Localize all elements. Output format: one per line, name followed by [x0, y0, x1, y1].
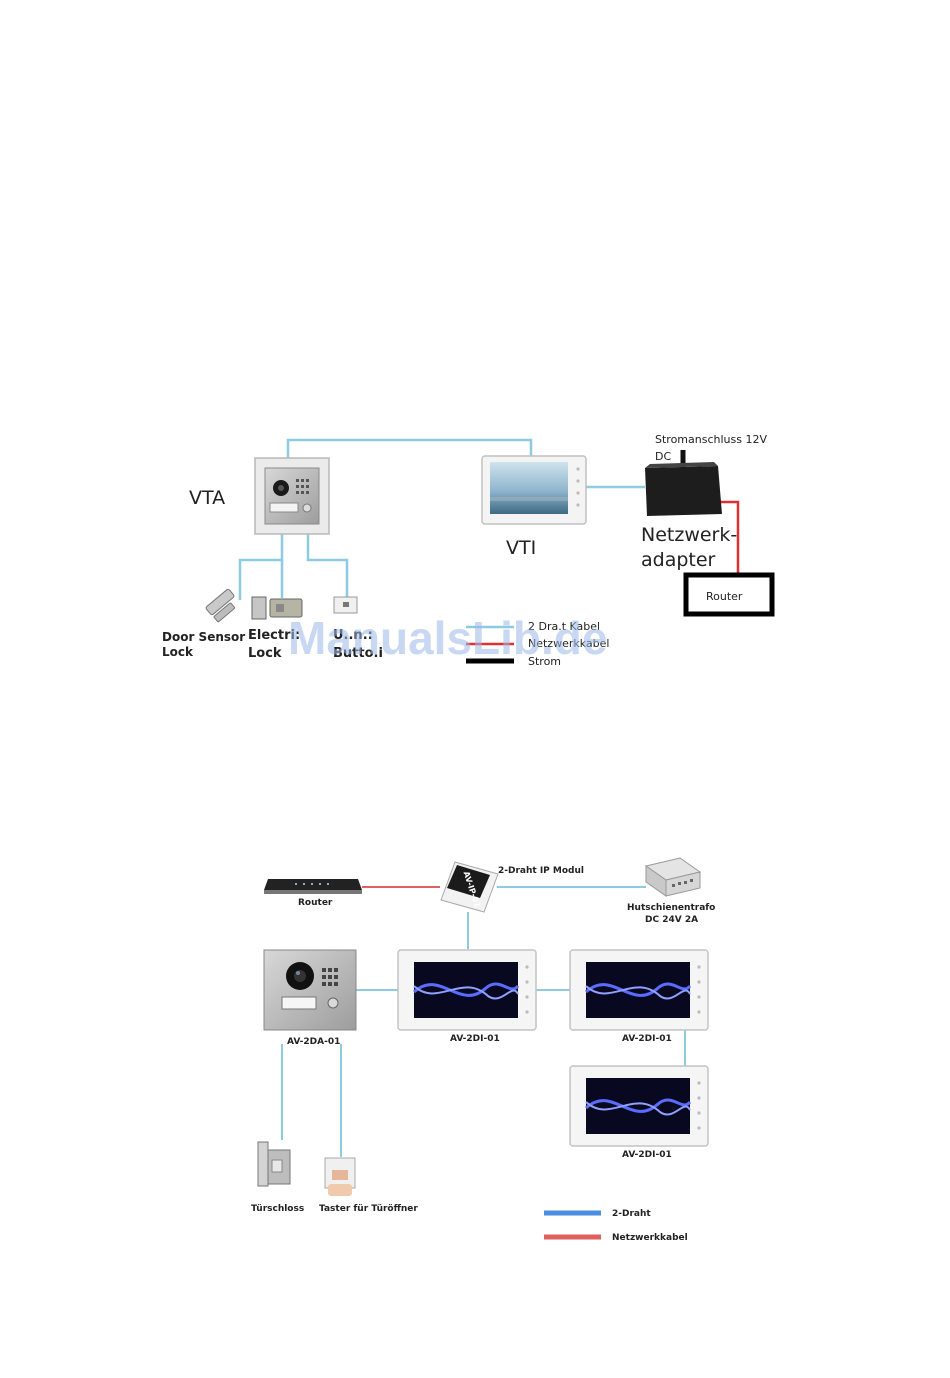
diagram1-network-cable — [718, 500, 740, 574]
door-opener-button-label: Taster für Türöffner — [319, 1204, 418, 1214]
diagram-2: AV-IP-01 — [251, 857, 715, 1243]
legend-two-wire-label: 2 Dra.t Kabel — [528, 620, 600, 633]
psu-label-line2: DC 24V 2A — [645, 915, 698, 925]
legend-2draht-label: 2-Draht — [612, 1209, 651, 1219]
legend-netzwerkkabel-label: Netzwerkkabel — [612, 1233, 688, 1243]
vta-outdoor-station — [254, 457, 330, 535]
unlock-button-icon — [333, 596, 358, 614]
din-rail-psu-device — [644, 857, 702, 897]
router-label: Router — [706, 590, 743, 603]
diagram-1: VTA VTI Stromanschluss 12V DC Netzwerk- … — [162, 433, 775, 668]
unlock-button-label-line2: Butto.i — [333, 646, 383, 661]
watermark: ManualsLib.de — [288, 612, 607, 664]
outdoor-station-label: AV-2DA-01 — [287, 1037, 340, 1047]
door-sensor-lock-icon — [205, 588, 236, 623]
monitor-2-label: AV-2DI-01 — [622, 1034, 672, 1044]
network-adapter — [645, 462, 722, 516]
vti-label: VTI — [506, 537, 536, 559]
network-adapter-label-line2: adapter — [641, 549, 716, 571]
diagram1-two-wire-cables — [238, 438, 645, 600]
electric-lock-label-line2: Lock — [248, 646, 282, 661]
network-adapter-label-line1: Netzwerk- — [641, 524, 737, 546]
diagram2-router-label: Router — [298, 898, 333, 908]
vta-label: VTA — [189, 487, 225, 509]
diagram1-legend: 2 Dra.t Kabel Netzwerkkabel Strom — [466, 620, 609, 668]
door-lock-label: Türschloss — [251, 1204, 304, 1214]
diagram1-router-box — [683, 572, 775, 617]
monitor-1-label: AV-2DI-01 — [450, 1034, 500, 1044]
vti-indoor-monitor — [481, 455, 587, 525]
ip-module-label: 2-Draht IP Modul — [498, 866, 584, 876]
electric-lock-label-line1: Electri: — [248, 628, 300, 643]
diagram2-two-wire-cables — [281, 886, 686, 1157]
legend-power-label: Strom — [528, 655, 561, 668]
door-sensor-label-line2: Lock — [162, 645, 194, 659]
power-supply-label-line1: Stromanschluss 12V — [655, 433, 767, 446]
door-sensor-label-line1: Door Sensor — [162, 630, 245, 644]
unlock-button-label-line1: U..n.: — [333, 628, 373, 643]
diagram2-legend: 2-Draht Netzwerkkabel — [544, 1209, 688, 1243]
electric-lock-icon — [251, 596, 303, 620]
door-opener-button-icon — [324, 1157, 356, 1196]
monitor-2-device — [569, 949, 709, 1031]
monitor-1-device — [397, 949, 537, 1031]
door-lock-icon — [257, 1141, 291, 1187]
diagram2-router-device — [264, 879, 362, 894]
monitor-3-device — [569, 1065, 709, 1147]
av-2da-01-outdoor-station — [263, 949, 357, 1031]
ip-module-device: AV-IP-01 — [440, 861, 499, 913]
legend-network-label: Netzwerkkabel — [528, 637, 609, 650]
monitor-3-label: AV-2DI-01 — [622, 1150, 672, 1160]
power-supply-label-line2: DC — [655, 450, 671, 463]
psu-label-line1: Hutschienentrafo — [627, 903, 715, 913]
